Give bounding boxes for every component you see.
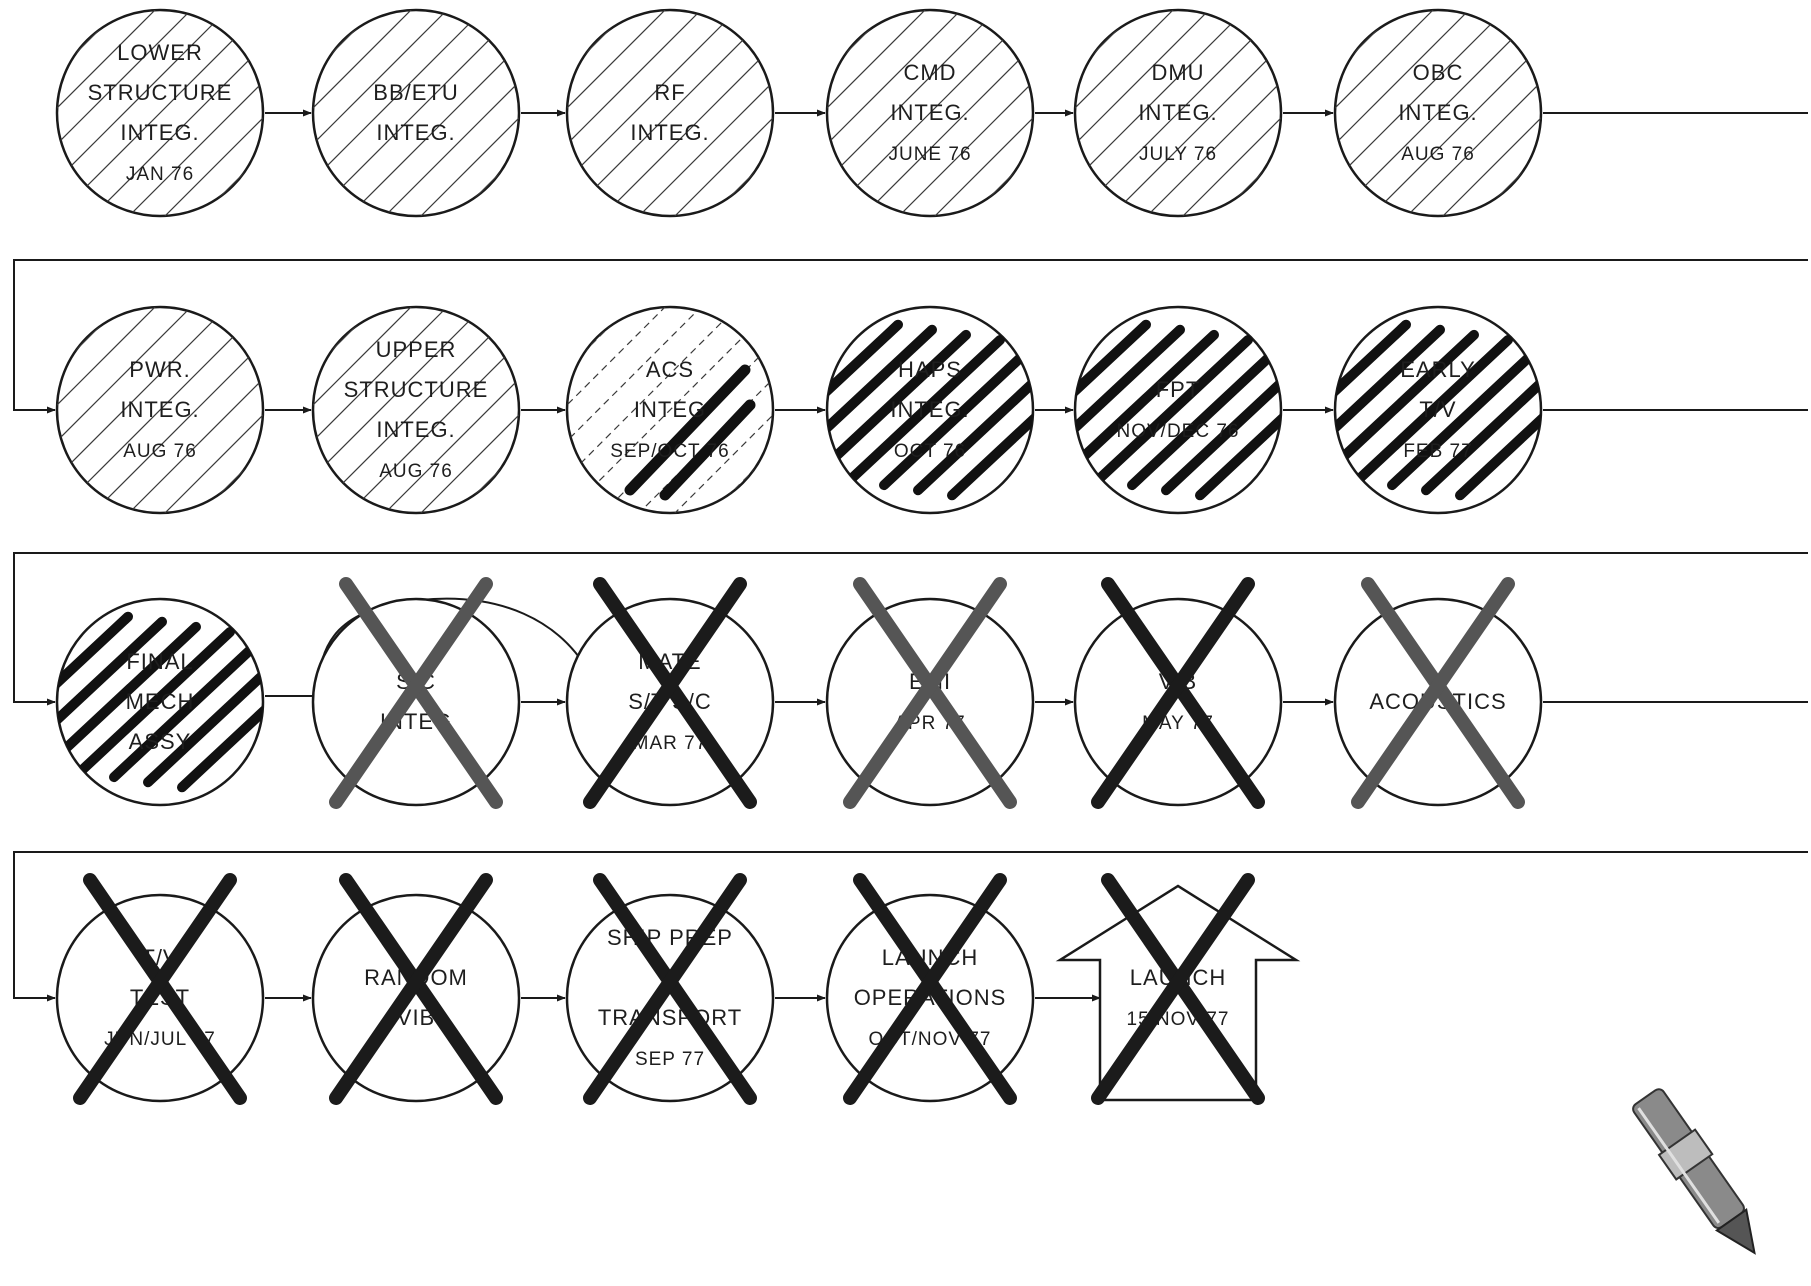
milestone-label: BB/ETU xyxy=(373,80,458,105)
milestone-label: EARLY xyxy=(1400,357,1476,382)
milestone-label: CMD xyxy=(903,60,956,85)
milestone-date: JUNE 76 xyxy=(888,144,971,165)
milestone-date: NOV/DEC 76 xyxy=(1117,421,1240,442)
milestone-label: LOWER xyxy=(117,40,203,65)
milestone-label: FPT xyxy=(1156,377,1201,402)
milestone-label: LAUNCH xyxy=(882,945,978,970)
milestone-label: HAPS xyxy=(898,357,962,382)
milestone-label: ACS xyxy=(646,357,694,382)
milestone-date: SEP/OCT 76 xyxy=(610,441,729,462)
drafting-pen-icon xyxy=(1627,1085,1772,1266)
milestone-date: MAR 77 xyxy=(633,733,708,754)
milestone-label: INTEG. xyxy=(376,120,455,145)
milestone-acoustics: ACOUSTICS xyxy=(1335,584,1541,805)
milestone-vib: VIBMAY 77 xyxy=(1075,584,1281,805)
milestone-date: SEP 77 xyxy=(635,1049,705,1070)
milestone-circle xyxy=(827,599,1033,805)
milestone-date: AUG 76 xyxy=(379,461,453,482)
milestone-random-vib: RANDOMVIB xyxy=(313,880,519,1101)
milestone-date: AUG 76 xyxy=(1401,144,1475,165)
milestone-nodes: LOWER STRUCTURE INTEG. JAN 76 BB/ETU INTEG. RF… xyxy=(0,0,1784,1101)
milestone-label: DMU xyxy=(1151,60,1204,85)
milestone-label: MECH xyxy=(126,689,195,714)
milestone-label: TRANSPORT xyxy=(598,1005,742,1030)
milestone-label: INTEG xyxy=(634,397,706,422)
milestone-label: INTEG. xyxy=(890,100,969,125)
milestone-emi: EMIAPR 77 xyxy=(827,584,1033,805)
milestone-date: JULY 76 xyxy=(1139,144,1217,165)
milestone-circle xyxy=(313,599,519,805)
milestone-label: STRUCTURE xyxy=(344,377,489,402)
milestone-date: JAN 76 xyxy=(126,164,194,185)
milestone-label: INTEG. xyxy=(376,417,455,442)
milestone-date: AUG 76 xyxy=(123,441,197,462)
milestone-circle xyxy=(1075,599,1281,805)
milestone-label: INTEG. xyxy=(890,397,969,422)
milestone-label: STRUCTURE xyxy=(88,80,233,105)
milestone-label: INTEG. xyxy=(120,120,199,145)
milestone-label: OBC xyxy=(1413,60,1464,85)
milestone-circle xyxy=(313,895,519,1101)
flow-connectors xyxy=(13,113,1808,998)
milestone-label: INTEG. xyxy=(630,120,709,145)
milestone-launch: LAUNCH15 NOV 77 xyxy=(1060,880,1296,1100)
milestone-label: ASSY xyxy=(129,729,192,754)
milestone-label: T/V xyxy=(1419,397,1456,422)
milestone-label: UPPER xyxy=(376,337,457,362)
milestone-label: INTEG. xyxy=(120,397,199,422)
milestone-label: RF xyxy=(654,80,685,105)
milestone-date: FEB 77 xyxy=(1403,441,1472,462)
milestone-date: OCT 76 xyxy=(894,441,966,462)
milestone-label: PWR. xyxy=(129,357,190,382)
milestone-label: INTEG. xyxy=(1138,100,1217,125)
milestone-label: FINAL xyxy=(126,649,193,674)
milestone-label: INTEG. xyxy=(1398,100,1477,125)
